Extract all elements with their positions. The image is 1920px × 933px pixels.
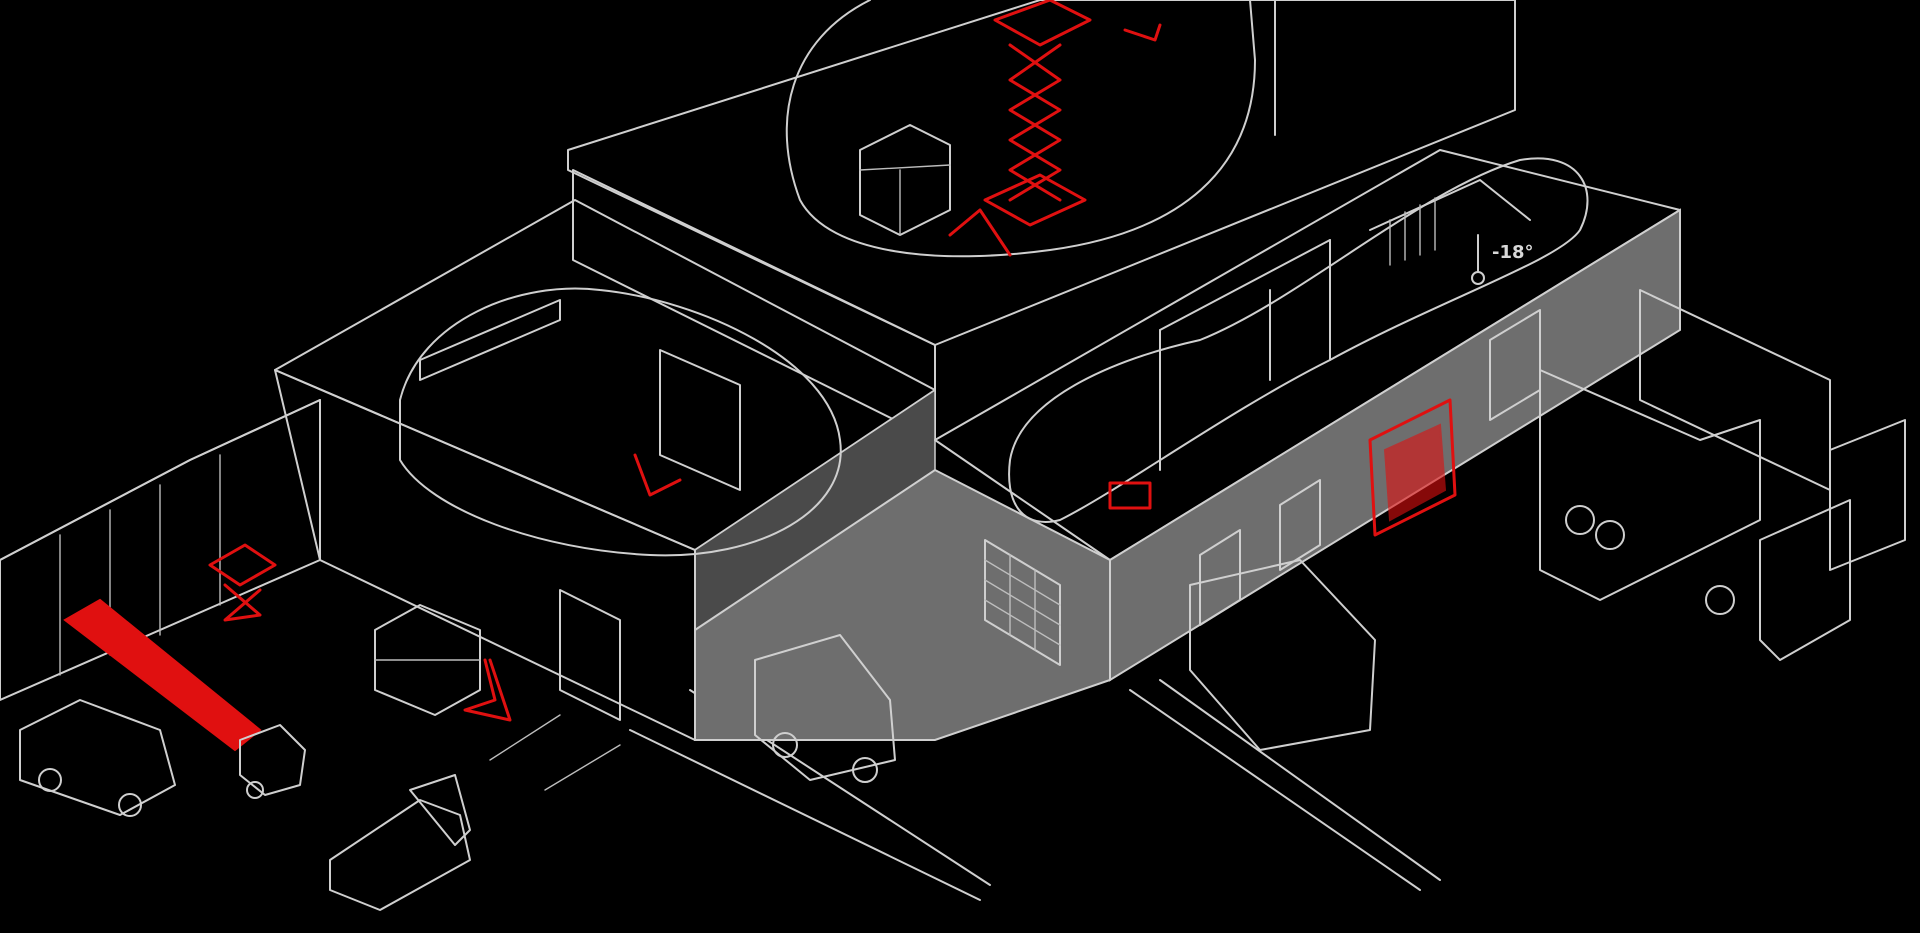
cold-storage-room: -18° (1369, 179, 1534, 285)
box-truck-bottom (329, 774, 471, 911)
semi-truck-right (1539, 369, 1851, 661)
stacker-highlight (463, 658, 512, 722)
semi-truck-far-right (1639, 289, 1906, 571)
scissor-lift-top (948, 0, 1092, 257)
temperature-label: -18° (1492, 242, 1534, 263)
box-cart (1108, 481, 1152, 510)
thermometer-icon (1471, 234, 1485, 285)
pallet-truck-left-room (633, 453, 682, 497)
forklift-bottom (239, 724, 306, 799)
upper-building (567, 0, 1516, 441)
trailer-right-dock (1189, 559, 1376, 751)
highlighted-equipment (63, 0, 1457, 752)
pallet-jack-top (1123, 23, 1162, 42)
van-bottom-left (19, 699, 176, 817)
pallet-boxes (374, 124, 951, 716)
delivery-van-center (754, 634, 896, 783)
trailer-bed-highlight (63, 598, 262, 752)
lift-table-left (208, 543, 277, 622)
right-building (694, 149, 1681, 741)
far-left-building (0, 399, 321, 701)
dock-shelter-highlight (1368, 398, 1457, 537)
